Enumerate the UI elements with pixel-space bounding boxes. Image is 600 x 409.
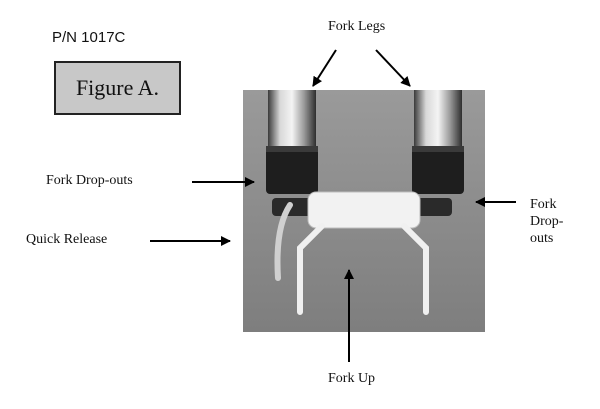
right-fork-leg [412,90,464,194]
label-fork-dropouts-right-line2: Drop- [530,214,564,229]
arrow-fork-legs-left [312,49,337,87]
left-fork-leg [266,90,318,194]
label-fork-dropouts-left: Fork Drop-outs [46,173,133,188]
label-fork-dropouts-right-line1: Fork [530,197,557,212]
label-fork-up: Fork Up [328,371,376,386]
part-number: P/N 1017C [52,29,126,46]
label-fork-dropouts-right: Fork Drop- outs [530,196,563,247]
figure-label-box: Figure A. [54,61,181,115]
label-quick-release: Quick Release [26,232,108,247]
figure-label: Figure A. [75,75,160,100]
label-fork-dropouts-right-line3: outs [530,231,554,246]
arrow-fork-legs-right [375,49,411,87]
label-fork-legs: Fork Legs [328,19,386,34]
fork-up-tool [272,191,452,315]
quick-release-lever [274,202,293,281]
